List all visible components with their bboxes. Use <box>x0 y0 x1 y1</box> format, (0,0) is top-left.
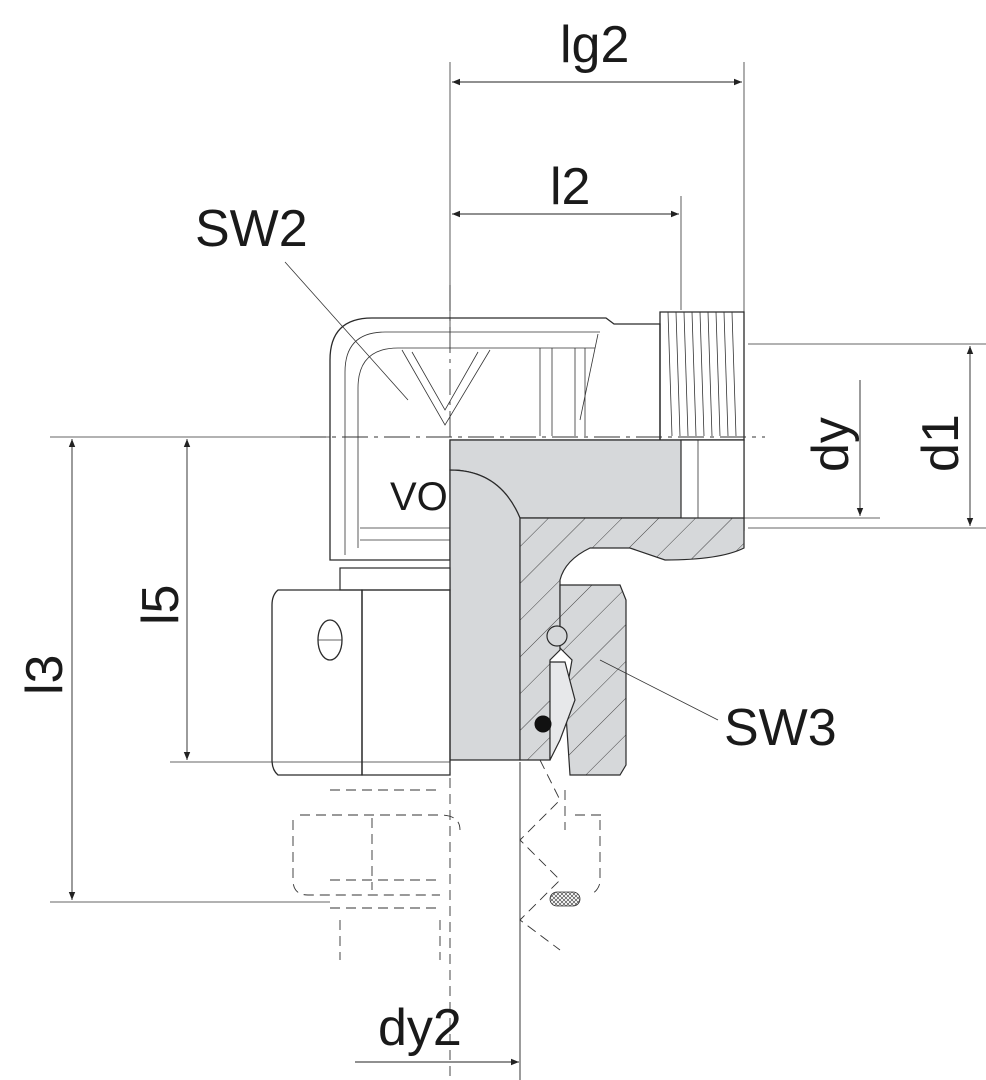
leader-lines <box>284 261 719 721</box>
label-l3: l3 <box>16 655 74 695</box>
sw3-leader <box>599 659 719 721</box>
label-sw2: SW2 <box>195 200 308 258</box>
elbow-body: VO <box>329 317 661 561</box>
seal-ring <box>534 715 552 733</box>
bore-section <box>449 439 745 761</box>
hatched-wall <box>519 517 745 761</box>
lower-seal-ring <box>549 891 581 907</box>
dimension-lines <box>68 78 974 1066</box>
extension-lines <box>50 62 986 903</box>
union-nut-left <box>271 567 451 776</box>
label-l2: l2 <box>550 158 590 216</box>
center-lines <box>300 285 765 440</box>
hidden-tube-lines <box>292 759 605 1080</box>
dimension-labels: lg2 l2 SW2 SW3 dy2 dy d1 l5 l3 <box>16 16 970 1057</box>
body-marking: VO <box>390 475 448 519</box>
label-dy2: dy2 <box>378 999 462 1057</box>
label-dy: dy <box>802 417 860 472</box>
o-ring <box>546 625 568 647</box>
label-lg2: lg2 <box>560 16 629 74</box>
label-sw3: SW3 <box>724 699 837 757</box>
sw2-leader <box>284 261 409 401</box>
stud-thread <box>659 311 745 441</box>
union-nut-section <box>534 584 627 776</box>
label-d1: d1 <box>912 414 970 472</box>
label-l5: l5 <box>132 585 190 625</box>
